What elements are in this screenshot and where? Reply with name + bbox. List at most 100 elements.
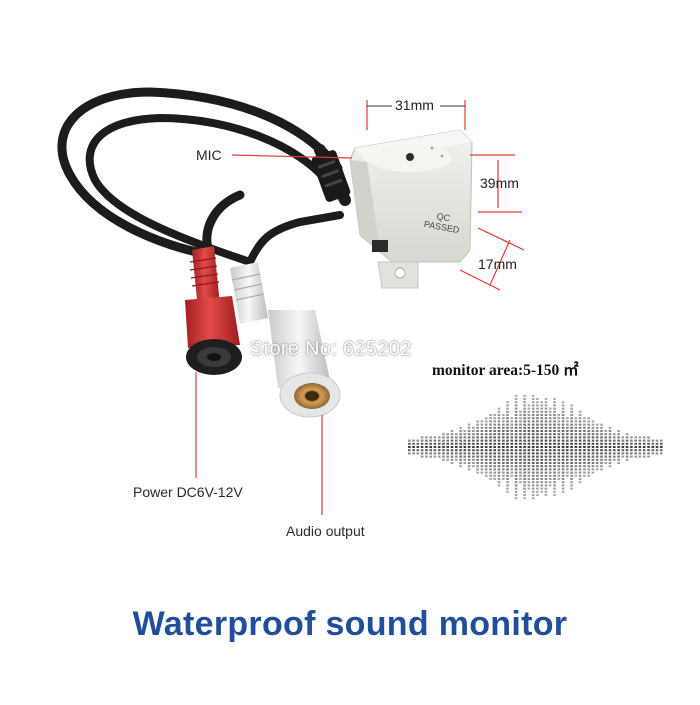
wave-dot: [480, 452, 484, 455]
wave-dot: [408, 446, 411, 448]
wave-dot: [416, 439, 420, 442]
wave-dot: [557, 449, 561, 452]
wave-dot: [557, 417, 561, 420]
wave-dot: [531, 398, 535, 400]
wave-dot: [510, 446, 514, 448]
wave-dot: [523, 494, 526, 496]
wave-dot: [613, 452, 616, 455]
wave-dot: [553, 433, 556, 436]
wave-dot: [574, 426, 578, 429]
audio-connector: [230, 262, 341, 418]
wave-dot: [574, 439, 578, 442]
wave-dot: [446, 442, 449, 445]
wave-dot: [484, 430, 488, 432]
wave-dot: [613, 433, 616, 436]
wave-dot: [519, 478, 522, 480]
wave-dot: [455, 446, 458, 448]
wave-dot: [497, 468, 501, 471]
wave-dot: [484, 465, 488, 468]
wave-dot: [625, 436, 629, 439]
wave-dot: [527, 417, 531, 420]
wave-dot: [489, 423, 492, 426]
wave-dot: [553, 410, 556, 413]
wave-dot: [617, 433, 620, 436]
wave-dot: [467, 449, 471, 452]
wave-dot: [540, 446, 543, 448]
wave-dot: [574, 452, 578, 455]
wave-dot: [536, 414, 539, 416]
wave-dot: [600, 433, 603, 436]
wave-dot: [480, 430, 484, 432]
wave-dot: [493, 423, 496, 426]
wave-dot: [437, 442, 441, 445]
wave-dot: [583, 433, 586, 436]
wave-dot: [510, 436, 514, 439]
wave-dot: [536, 478, 539, 480]
wave-dot: [467, 468, 471, 471]
wave-dot: [531, 465, 535, 468]
wave-dot: [493, 471, 496, 474]
wave-dot: [497, 458, 501, 461]
wave-dot: [548, 436, 552, 439]
wave-dot: [506, 426, 509, 429]
wave-dot: [506, 446, 509, 448]
wave-dot: [510, 474, 514, 477]
wave-dot: [429, 455, 432, 458]
wave-dot: [553, 398, 556, 400]
wave-dot: [519, 439, 522, 442]
wave-dot: [446, 439, 449, 442]
wave-dot: [514, 420, 518, 423]
wave-dot: [548, 484, 552, 487]
wave-dot: [591, 442, 595, 445]
wave-dot: [514, 465, 518, 468]
wave-dot: [527, 439, 531, 442]
wave-dot: [578, 436, 582, 439]
wave-dot: [544, 494, 548, 496]
wave-dot: [519, 481, 522, 484]
wave-dot: [548, 465, 552, 468]
wave-dot: [514, 487, 518, 490]
wave-dot: [561, 446, 565, 448]
wave-dot: [591, 449, 595, 452]
wave-dot: [587, 465, 590, 468]
wave-dot: [574, 442, 578, 445]
wave-dot: [476, 462, 479, 464]
wave-dot: [553, 484, 556, 487]
wave-dot: [608, 436, 612, 439]
wave-dot: [523, 423, 526, 426]
wave-dot: [472, 446, 475, 448]
wave-dot: [531, 490, 535, 493]
wave-dot: [566, 423, 569, 426]
wave-dot: [480, 455, 484, 458]
wave-dot: [519, 430, 522, 432]
wave-dot: [506, 414, 509, 416]
wave-dot: [531, 478, 535, 480]
wave-dot: [625, 449, 629, 452]
wave-dot: [566, 417, 569, 420]
wave-dot: [416, 446, 420, 448]
wave-dot: [523, 471, 526, 474]
wave-dot: [472, 458, 475, 461]
wave-dot: [561, 436, 565, 439]
wave-dot: [540, 458, 543, 461]
wave-dot: [540, 442, 543, 445]
wave-dot: [459, 452, 462, 455]
wave-dot: [561, 414, 565, 416]
wave-dot: [527, 414, 531, 416]
wave-dot: [506, 490, 509, 493]
wave-dot: [587, 439, 590, 442]
wave-dot: [480, 436, 484, 439]
wave-dot: [514, 455, 518, 458]
wave-dot: [523, 417, 526, 420]
wave-dot: [604, 446, 608, 448]
wave-dot: [561, 478, 565, 480]
wave-dot: [446, 452, 449, 455]
wave-dot: [548, 442, 552, 445]
wave-dot: [497, 433, 501, 436]
wave-dot: [583, 420, 586, 423]
wave-dot: [600, 436, 603, 439]
wave-dot: [591, 465, 595, 468]
wave-dot: [647, 446, 650, 448]
wave-dot: [536, 410, 539, 413]
